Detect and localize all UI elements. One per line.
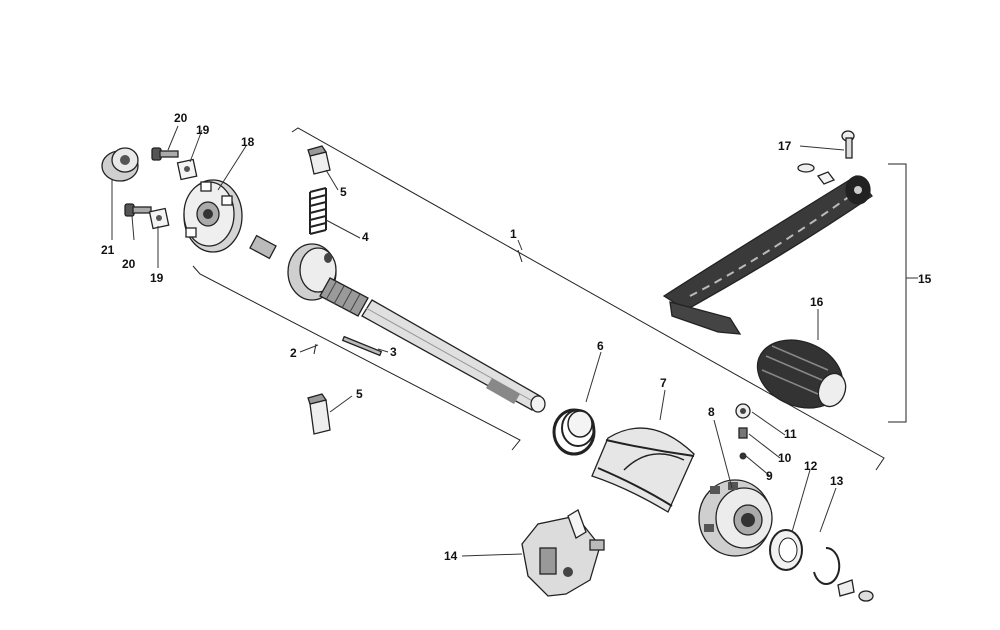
pivot-bolt xyxy=(841,130,855,159)
label-part-5-upper: 5 xyxy=(340,185,347,199)
label-part-17: 17 xyxy=(778,139,792,153)
label-part-18: 18 xyxy=(241,135,255,149)
housing-sleeve xyxy=(591,427,695,513)
label-part-13: 13 xyxy=(830,474,844,488)
label-part-5-lower: 5 xyxy=(356,387,363,401)
detent-block-lower xyxy=(307,393,331,435)
kickstart-shaft xyxy=(249,234,546,413)
leader-lines xyxy=(111,125,918,557)
pawl-bracket xyxy=(521,509,605,597)
bolt-lower xyxy=(124,203,152,217)
ratchet-gear xyxy=(698,479,773,557)
label-part-8: 8 xyxy=(708,405,715,419)
label-part-14: 14 xyxy=(444,549,458,563)
ball-bearing xyxy=(739,452,747,460)
cap-nut xyxy=(735,403,751,419)
bolt-upper xyxy=(151,147,179,161)
label-part-19-upper: 19 xyxy=(196,123,210,137)
label-part-11: 11 xyxy=(784,427,797,441)
circlip xyxy=(813,546,841,585)
label-part-15: 15 xyxy=(918,272,932,286)
label-part-20-upper: 20 xyxy=(174,111,188,125)
label-part-20-lower: 20 xyxy=(122,257,136,271)
bracket-part-15 xyxy=(888,163,916,423)
pedal-rubber xyxy=(756,339,847,409)
bracket-part-1 xyxy=(291,127,885,471)
label-part-19-lower: 19 xyxy=(150,271,164,285)
label-part-12: 12 xyxy=(804,459,818,473)
label-part-16: 16 xyxy=(810,295,824,309)
label-part-9: 9 xyxy=(766,469,773,483)
thrust-washer xyxy=(769,529,803,571)
hub-nut xyxy=(101,147,139,182)
label-part-1: 1 xyxy=(510,227,517,241)
label-part-10: 10 xyxy=(778,451,792,465)
label-part-3: 3 xyxy=(390,345,397,359)
torsion-spring xyxy=(552,408,596,456)
label-part-21: 21 xyxy=(101,243,115,257)
small-clip-bottom xyxy=(837,579,874,602)
label-part-7: 7 xyxy=(660,376,667,390)
shaft-pin xyxy=(341,335,383,357)
compression-spring xyxy=(309,187,327,235)
label-part-2: 2 xyxy=(290,346,297,360)
lever-washer-clip xyxy=(797,163,836,185)
hub-flange xyxy=(183,179,243,253)
kick-lever xyxy=(662,175,873,335)
detent-block-upper xyxy=(307,145,331,175)
label-part-4: 4 xyxy=(362,230,369,244)
small-spring xyxy=(738,427,748,439)
label-part-6: 6 xyxy=(597,339,604,353)
